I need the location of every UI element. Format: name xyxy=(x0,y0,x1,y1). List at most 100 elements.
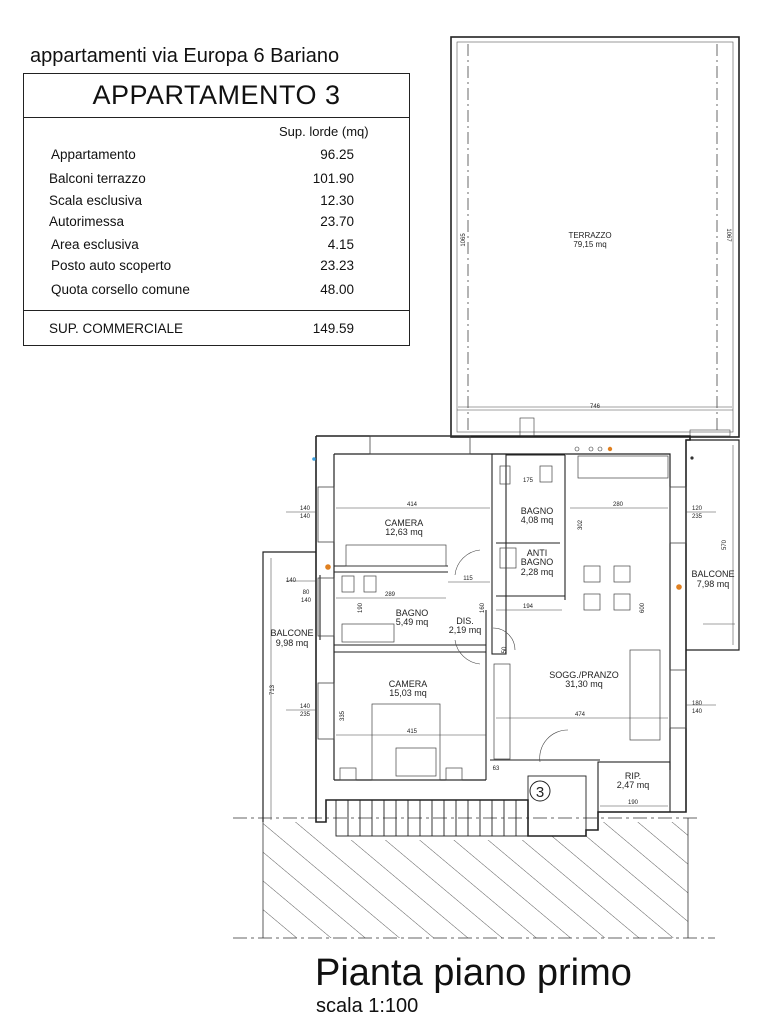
dim-63: 63 xyxy=(493,766,500,772)
dim-335: 335 xyxy=(340,710,346,721)
camera1-name: CAMERA xyxy=(385,518,424,528)
page-header: appartamenti via Europa 6 Bariano xyxy=(30,45,340,67)
plan-scale: scala 1:100 xyxy=(316,995,419,1017)
stairs xyxy=(335,775,587,837)
furniture xyxy=(339,455,669,781)
bagno1-name: BAGNO xyxy=(521,506,554,516)
row-label: Posto auto scoperto xyxy=(51,258,172,273)
stair-marker-number: 3 xyxy=(536,784,544,801)
row-label: Appartamento xyxy=(51,147,136,162)
bagno2-name: BAGNO xyxy=(396,608,429,618)
balcone-left: BALCONE 9,98 mq 713 xyxy=(262,551,316,822)
row-value: 96.25 xyxy=(320,147,354,162)
dis-area: 2,19 mq xyxy=(449,625,482,635)
row-label: Balconi terrazzo xyxy=(49,171,146,186)
dim-140-d: 140 xyxy=(301,598,312,604)
dim-175: 175 xyxy=(523,478,534,484)
dim-190-v: 190 xyxy=(358,602,364,613)
dim-50: 50 xyxy=(502,646,508,653)
row-value: 101.90 xyxy=(312,171,354,186)
row-value: 48.00 xyxy=(320,282,354,297)
dim-80: 80 xyxy=(303,590,310,596)
table-row: Area esclusiva 4.15 xyxy=(24,237,409,257)
dis-name: DIS. xyxy=(456,616,474,626)
dim-140-a: 140 xyxy=(300,506,311,512)
camera1-area: 12,63 mq xyxy=(385,527,423,537)
table-row: Scala esclusiva 12.30 xyxy=(24,193,409,213)
dim-190: 190 xyxy=(628,800,639,806)
total-label: SUP. COMMERCIALE xyxy=(49,321,184,336)
dim-180: 180 xyxy=(692,701,703,707)
hatched-area xyxy=(233,817,715,939)
table-row: Balconi terrazzo 101.90 xyxy=(24,171,409,191)
table-row: Quota corsello comune 48.00 xyxy=(24,282,409,302)
rip-area: 2,47 mq xyxy=(617,780,650,790)
table-divider xyxy=(24,310,409,311)
antibagno-name2: BAGNO xyxy=(521,557,554,567)
plan-title: Pianta piano primo xyxy=(315,952,632,994)
dim-140-f: 140 xyxy=(692,709,703,715)
dim-474: 474 xyxy=(575,712,586,718)
dim-415: 415 xyxy=(407,729,418,735)
dim-570: 570 xyxy=(722,539,728,550)
dim-713: 713 xyxy=(270,684,276,695)
dim-600: 600 xyxy=(640,602,646,613)
dim-235-b: 235 xyxy=(692,514,703,520)
total-value: 149.59 xyxy=(312,321,354,336)
table-row: Appartamento 96.25 xyxy=(24,147,409,167)
dim-1067: 1067 xyxy=(725,228,731,242)
terrazzo-name: TERRAZZO xyxy=(568,231,611,240)
apartment-name: APPARTAMENTO 3 xyxy=(24,74,409,118)
dimension-lines xyxy=(286,406,735,807)
row-label: Autorimessa xyxy=(49,214,125,229)
dimension-labels: 414 415 474 280 194 175 190 289 115 140 … xyxy=(286,478,703,806)
balcone-left-name: BALCONE xyxy=(270,628,313,638)
terrazzo-area-value: 79,15 mq xyxy=(573,240,606,249)
dim-1065: 1065 xyxy=(461,233,467,247)
balcone-right: BALCONE 7,98 mq 570 xyxy=(686,439,740,651)
balcone-left-area: 9,98 mq xyxy=(276,638,309,648)
balcone-right-name: BALCONE xyxy=(691,569,734,579)
terrazzo-area: TERRAZZO 79,15 mq 746 1065 1067 xyxy=(450,36,740,438)
internal-walls xyxy=(319,453,671,813)
soggiorno-area: 31,30 mq xyxy=(565,679,603,689)
row-label: Area esclusiva xyxy=(51,237,139,252)
room-labels: CAMERA 12,63 mq BAGNO 4,08 mq ANTI BAGNO… xyxy=(385,506,650,790)
dim-120: 120 xyxy=(692,506,703,512)
dim-280: 280 xyxy=(613,502,624,508)
table-row: Posto auto scoperto 23.23 xyxy=(24,258,409,278)
row-value: 23.23 xyxy=(320,258,354,273)
stair-marker: 3 xyxy=(529,780,551,802)
row-label: Scala esclusiva xyxy=(49,193,143,208)
antibagno-area: 2,28 mq xyxy=(521,567,554,577)
balcone-right-area: 7,98 mq xyxy=(697,579,730,589)
markers xyxy=(312,417,694,590)
area-summary-table: APPARTAMENTO 3 Sup. lorde (mq) Appartame… xyxy=(23,73,410,346)
door-swings xyxy=(454,549,569,763)
dim-289: 289 xyxy=(385,592,396,598)
dim-235-a: 235 xyxy=(300,712,311,718)
windows xyxy=(317,435,687,740)
total-row: SUP. COMMERCIALE 149.59 xyxy=(24,321,409,341)
column-header: Sup. lorde (mq) xyxy=(279,124,369,139)
dim-194: 194 xyxy=(523,604,534,610)
row-label: Quota corsello comune xyxy=(51,282,190,297)
dim-140-c: 140 xyxy=(286,578,297,584)
bagno1-area: 4,08 mq xyxy=(521,515,554,525)
table-row: Autorimessa 23.70 xyxy=(24,214,409,234)
camera2-name: CAMERA xyxy=(389,679,428,689)
dim-140-e: 140 xyxy=(300,704,311,710)
dim-302: 302 xyxy=(578,519,584,530)
camera2-area: 15,03 mq xyxy=(389,688,427,698)
row-value: 4.15 xyxy=(327,237,354,252)
soggiorno-name: SOGG./PRANZO xyxy=(549,670,619,680)
dim-115: 115 xyxy=(463,576,473,582)
row-value: 12.30 xyxy=(320,193,354,208)
rip-name: RIP. xyxy=(625,771,641,781)
dim-160: 160 xyxy=(480,602,486,613)
dim-140-b: 140 xyxy=(300,514,311,520)
antibagno-name1: ANTI xyxy=(527,548,548,558)
dim-414: 414 xyxy=(407,502,418,508)
bagno2-area: 5,49 mq xyxy=(396,617,429,627)
